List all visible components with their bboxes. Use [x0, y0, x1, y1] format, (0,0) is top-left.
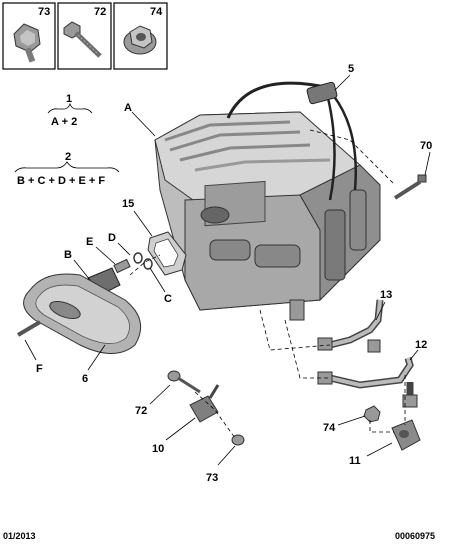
- legend-number-74: 74: [150, 6, 163, 18]
- sealing-plate-6: [23, 273, 142, 354]
- callout-13: 13: [380, 289, 392, 301]
- assembly-guides: [129, 129, 406, 439]
- callout-b: B: [64, 249, 72, 261]
- callout-d: D: [108, 232, 116, 244]
- seal-ring-c: [143, 258, 153, 270]
- callout-12: 12: [415, 339, 427, 351]
- callout-10: 10: [152, 443, 164, 455]
- callout-15: 15: [122, 198, 134, 210]
- callout-labels: A 5 70 15 D E B C 6 F 13 12 72 10 74 11 …: [36, 63, 432, 484]
- callout-73: 73: [206, 472, 218, 484]
- callout-74: 74: [323, 422, 336, 434]
- legend-box-73: 73: [2, 2, 56, 70]
- seal-ring-d: [133, 252, 143, 264]
- flange-nut-icon: [123, 25, 157, 55]
- long-screw-icon: [63, 21, 102, 58]
- screw-72: [167, 370, 201, 394]
- leader-lines: [24, 74, 431, 466]
- callout-11: 11: [349, 455, 361, 467]
- flanged-screw-icon: [13, 23, 41, 63]
- legend-box-74: 74: [113, 2, 168, 70]
- callout-70: 70: [420, 140, 432, 152]
- sensor-10: [189, 384, 220, 423]
- group-1-number: 1: [66, 93, 72, 105]
- footer-reference: 00060975: [395, 531, 435, 541]
- pipe-12: [317, 357, 418, 408]
- callout-c: C: [164, 293, 172, 305]
- callout-5: 5: [348, 63, 354, 75]
- callout-6: 6: [82, 373, 88, 385]
- pipe-13: [317, 299, 384, 353]
- clip-e: [113, 258, 131, 274]
- footer: 01/2013 00060975: [3, 531, 435, 541]
- group-2-legend: 2 B + C + D + E + F: [14, 151, 120, 187]
- legend-number-73: 73: [38, 6, 50, 18]
- legend-box-72: 72: [57, 2, 112, 70]
- callout-a: A: [124, 102, 132, 114]
- legend-number-72: 72: [94, 6, 106, 18]
- callout-e: E: [86, 236, 93, 248]
- group-1-formula: A + 2: [51, 116, 77, 128]
- callout-72: 72: [135, 405, 147, 417]
- callout-f: F: [36, 363, 43, 375]
- gasket-15: [147, 231, 187, 276]
- stud-f: [16, 320, 42, 337]
- group-2-formula: B + C + D + E + F: [17, 175, 105, 187]
- group-2-number: 2: [65, 151, 71, 163]
- footer-date: 01/2013: [3, 531, 36, 541]
- nut-74: [363, 405, 381, 423]
- wiring-harness: [226, 81, 358, 201]
- screw-70: [393, 174, 427, 200]
- expansion-valve-11: [391, 419, 421, 451]
- group-1-legend: 1 A + 2: [47, 93, 93, 128]
- heater-housing: [154, 111, 381, 321]
- screw-73: [231, 434, 245, 446]
